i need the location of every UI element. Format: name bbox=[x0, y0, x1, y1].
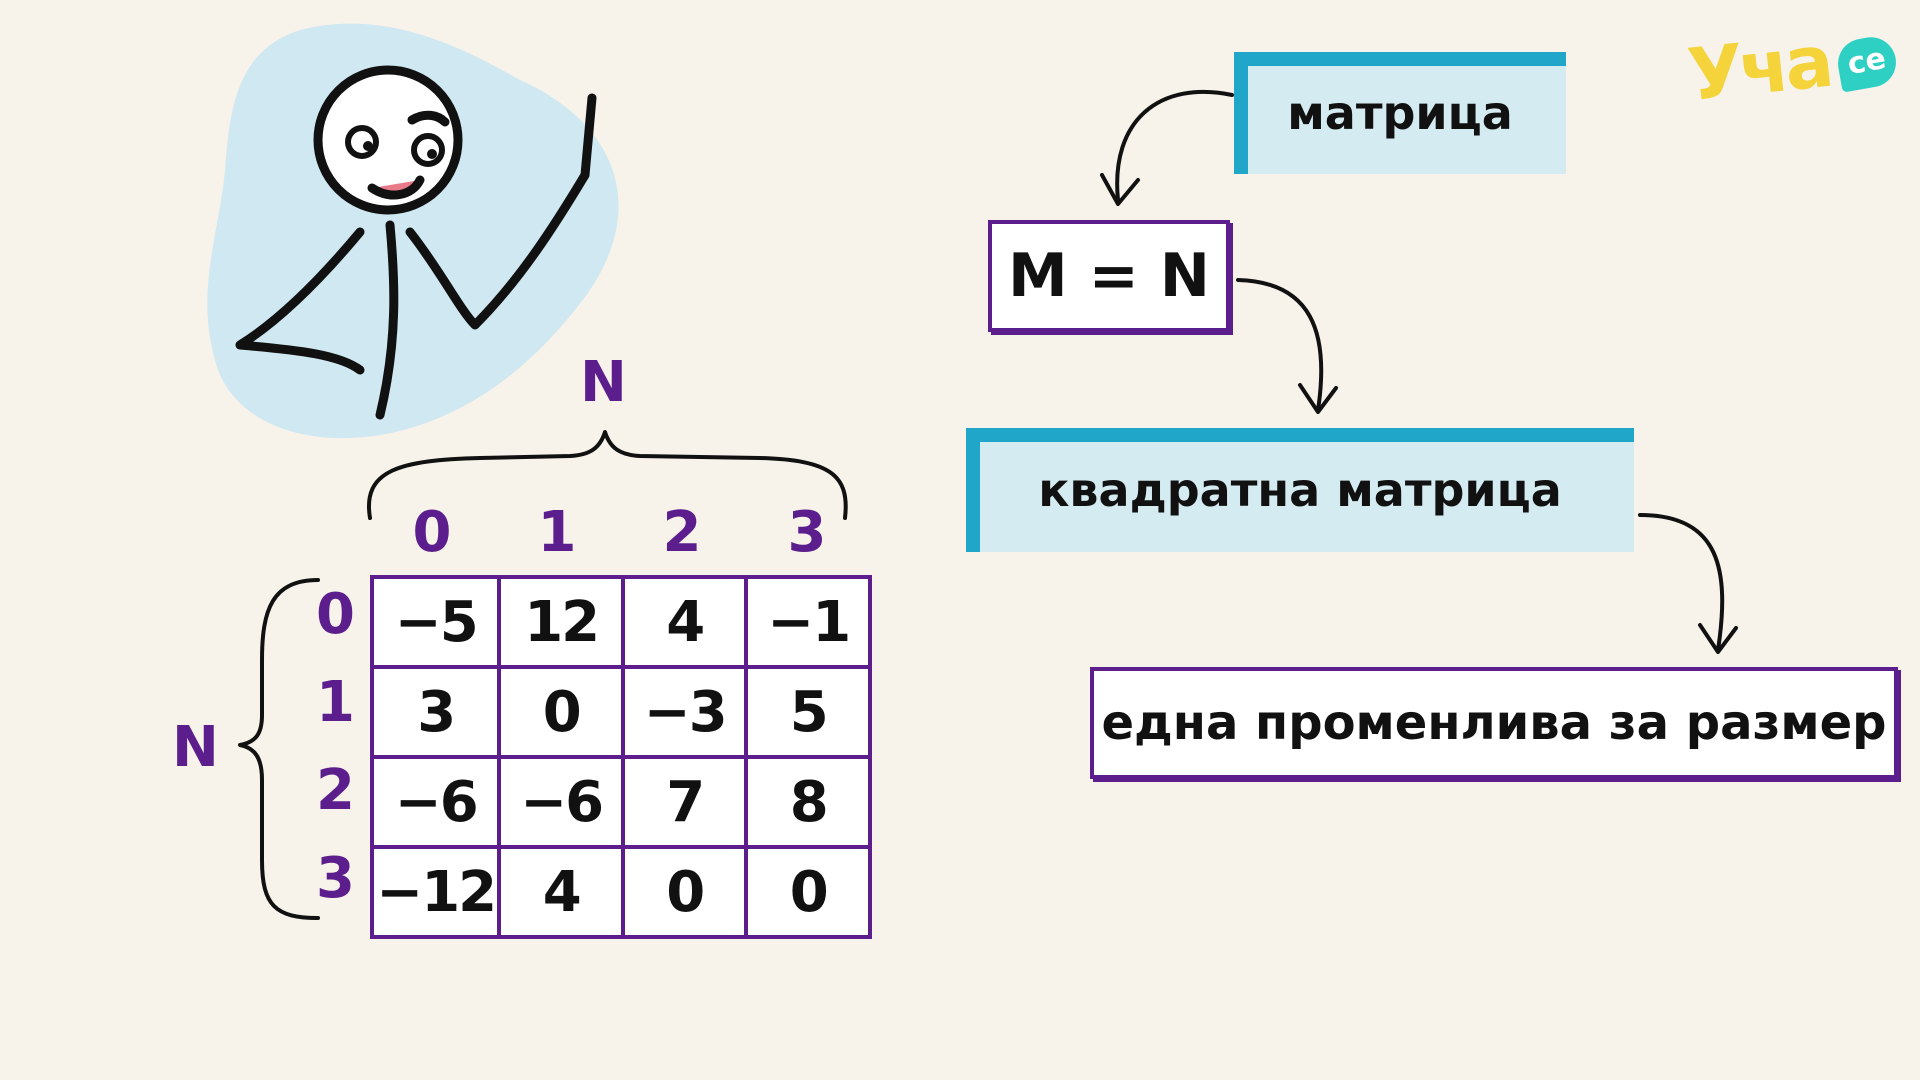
left-arm bbox=[235, 227, 365, 375]
single-size-variable-label: една променлива за размер bbox=[1101, 695, 1887, 751]
matrix-cell: 0 bbox=[620, 845, 749, 939]
matrix-box: матрица bbox=[1234, 52, 1566, 174]
matrix-box-label: матрица bbox=[1287, 86, 1513, 140]
matrix-grid: −5 12 4 −1 3 0 −3 5 −6 −6 7 8 −12 4 0 0 bbox=[369, 575, 872, 939]
left-eye bbox=[345, 125, 379, 159]
column-dimension-label: N bbox=[580, 350, 627, 415]
box-accent-left bbox=[966, 428, 980, 552]
stick-figure-illustration bbox=[207, 23, 619, 439]
box-accent-top bbox=[1234, 52, 1566, 66]
body bbox=[375, 220, 399, 420]
raised-finger bbox=[580, 93, 597, 180]
matrix-row: −6 −6 7 8 bbox=[369, 755, 872, 849]
row-index: 1 bbox=[316, 670, 355, 735]
arrowhead-mn-to-square bbox=[1298, 383, 1338, 414]
matrix-cell: 8 bbox=[744, 755, 872, 849]
single-size-variable-box: една променлива за размер bbox=[1090, 667, 1898, 779]
matrix-cell: 7 bbox=[620, 755, 749, 849]
arrowhead-matrix-to-mn bbox=[1100, 173, 1140, 206]
column-index: 2 bbox=[662, 500, 702, 565]
box-accent-left bbox=[1234, 52, 1248, 174]
matrix-cell: −6 bbox=[497, 755, 625, 849]
arrow-matrix-to-mn bbox=[1115, 89, 1234, 202]
m-equals-n-label: M = N bbox=[1008, 241, 1210, 311]
logo-badge: се bbox=[1834, 33, 1900, 93]
matrix-cell: 0 bbox=[497, 665, 625, 759]
head bbox=[313, 65, 463, 215]
matrix-cell: 4 bbox=[620, 575, 749, 669]
matrix-cell: −5 bbox=[369, 575, 502, 669]
box-accent-top bbox=[966, 428, 1634, 442]
matrix-cell: 3 bbox=[369, 665, 502, 759]
matrix-row: 3 0 −3 5 bbox=[369, 665, 872, 759]
right-pupil bbox=[427, 149, 437, 159]
matrix-cell: 0 bbox=[744, 845, 872, 939]
matrix-cell: 5 bbox=[744, 665, 872, 759]
matrix-cell: −1 bbox=[744, 575, 872, 669]
m-equals-n-box: M = N bbox=[988, 220, 1230, 332]
right-arm bbox=[405, 170, 590, 330]
arrowhead-square-to-variable bbox=[1698, 623, 1738, 654]
matrix-cell: −3 bbox=[620, 665, 749, 759]
column-index: 1 bbox=[537, 500, 577, 565]
matrix-cell: −6 bbox=[369, 755, 502, 849]
arrow-square-to-variable bbox=[1638, 513, 1725, 652]
square-matrix-box: квадратна матрица bbox=[966, 428, 1634, 552]
mouth bbox=[367, 175, 425, 200]
row-dimension-label: N bbox=[172, 715, 219, 780]
matrix-cell: −12 bbox=[369, 845, 502, 939]
eyebrow bbox=[407, 110, 450, 127]
square-matrix-label: квадратна матрица bbox=[1038, 463, 1562, 517]
row-index: 3 bbox=[316, 846, 355, 911]
matrix-row: −5 12 4 −1 bbox=[369, 575, 872, 669]
row-index: 2 bbox=[316, 758, 355, 823]
column-index: 0 bbox=[412, 500, 452, 565]
matrix-row: −12 4 0 0 bbox=[369, 845, 872, 939]
right-eye bbox=[411, 133, 445, 167]
logo-word: Уча bbox=[1683, 18, 1834, 118]
arrow-mn-to-square bbox=[1236, 278, 1324, 412]
row-index: 0 bbox=[316, 582, 355, 647]
matrix-cell: 12 bbox=[497, 575, 625, 669]
matrix-cell: 4 bbox=[497, 845, 625, 939]
left-pupil bbox=[363, 141, 373, 151]
brand-logo: Уча се bbox=[1684, 18, 1900, 118]
column-index: 3 bbox=[787, 500, 827, 565]
